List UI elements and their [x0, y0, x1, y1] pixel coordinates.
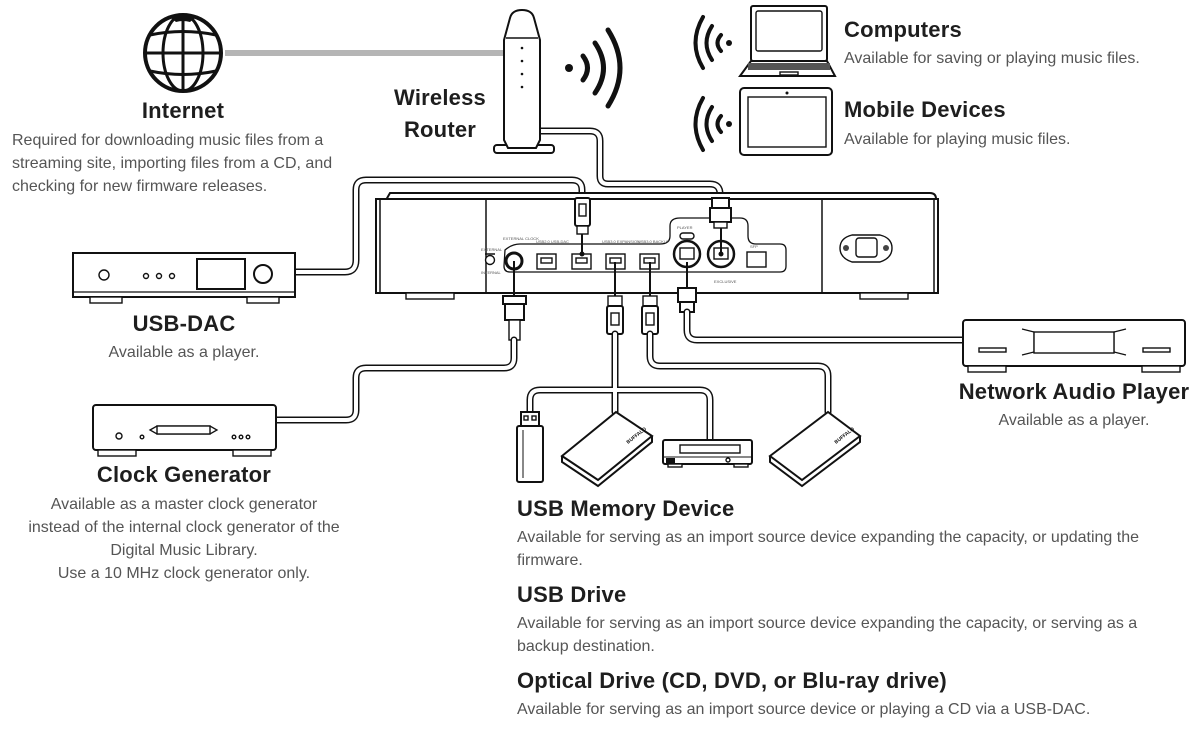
label-switch-external: EXTERNAL	[481, 247, 503, 252]
router-icon	[493, 8, 555, 154]
router-title-line1: Wireless	[394, 85, 486, 110]
label-external-clock: EXTERNAL CLOCK	[503, 236, 539, 241]
lan-port-player	[672, 232, 702, 269]
mobile-devices-desc: Available for playing music files.	[844, 131, 1071, 148]
computers-title: Computers	[844, 17, 962, 42]
globe-icon	[143, 13, 223, 93]
mobile-devices-title: Mobile Devices	[844, 97, 1006, 122]
usb-dac-device	[72, 252, 296, 304]
usb-plug-dac	[574, 197, 591, 257]
clock-desc-line: Digital Music Library.	[110, 542, 258, 559]
optical-drive-desc: Available for serving as an import sourc…	[517, 701, 1091, 718]
usb-port-dac-spare	[536, 253, 557, 270]
clock-desc-line: Available as a master clock generator	[50, 496, 318, 513]
internet-title: Internet	[141, 98, 225, 123]
label-usb-expansion: USB3.0 EXPANSION	[602, 239, 640, 244]
network-player-title: Network Audio Player	[958, 379, 1190, 404]
network-audio-player-device	[962, 319, 1186, 373]
clock-desc-line: Use a 10 MHz clock generator only.	[57, 565, 311, 582]
usb-backup-cable	[641, 262, 832, 416]
usb-drive-title: USB Drive	[517, 582, 627, 607]
wifi-signal-icon	[565, 27, 623, 109]
clock-generator-title: Clock Generator	[96, 462, 272, 487]
router-title: Wireless Router	[380, 82, 500, 146]
router-lan-cable	[536, 127, 724, 204]
tablet-icon	[739, 87, 833, 156]
usb-memory-desc: Available for serving as an import sourc…	[517, 529, 1139, 569]
optical-drive-device	[662, 439, 753, 468]
clock-generator-desc: Available as a master clock generator in…	[4, 493, 364, 585]
network-player-cable	[677, 262, 969, 344]
clock-cable	[272, 261, 527, 424]
usb-dac-cable	[291, 176, 586, 276]
label-usb-dac: USB2.0 USB-DAC	[536, 239, 569, 244]
label-usb-backup: USB3.0 BACKUP	[638, 239, 670, 244]
usb-drive-device: BUFFALO	[560, 410, 654, 488]
laptop-wifi-icon	[693, 15, 732, 70]
laptop-icon	[738, 5, 837, 77]
network-player-desc: Available as a player.	[998, 412, 1150, 429]
usb-drive-desc: Available for serving as an import sourc…	[517, 615, 1138, 655]
sfp-port	[746, 251, 767, 268]
clock-desc-line: instead of the internal clock generator …	[28, 519, 340, 536]
optical-drive-title: Optical Drive (CD, DVD, or Blu-ray drive…	[517, 668, 947, 693]
usb-memory-title: USB Memory Device	[517, 496, 735, 521]
usb-drive-backup-device: BUFFALO	[768, 410, 862, 488]
label-switch-internal: INTERNAL	[481, 270, 502, 275]
power-inlet-icon	[839, 234, 893, 263]
computers-desc: Available for saving or playing music fi…	[844, 50, 1140, 67]
usb-dac-desc: Available as a player.	[108, 344, 260, 361]
clock-switch	[484, 253, 496, 266]
internet-desc: Required for downloading music files fro…	[12, 132, 333, 195]
tablet-wifi-icon	[693, 96, 732, 152]
usb-dac-title: USB-DAC	[132, 311, 236, 336]
usb-port-dac	[571, 253, 592, 270]
clock-generator-device	[92, 404, 277, 457]
usb-expansion-cable	[526, 262, 714, 446]
label-sfp: SFP	[750, 244, 758, 249]
usb-memory-device	[516, 411, 544, 483]
router-title-line2: Router	[403, 117, 477, 142]
lan-plug-router	[709, 197, 732, 257]
label-exclusive: EXCLUSIVE	[714, 279, 737, 284]
label-player: PLAYER	[677, 225, 693, 230]
